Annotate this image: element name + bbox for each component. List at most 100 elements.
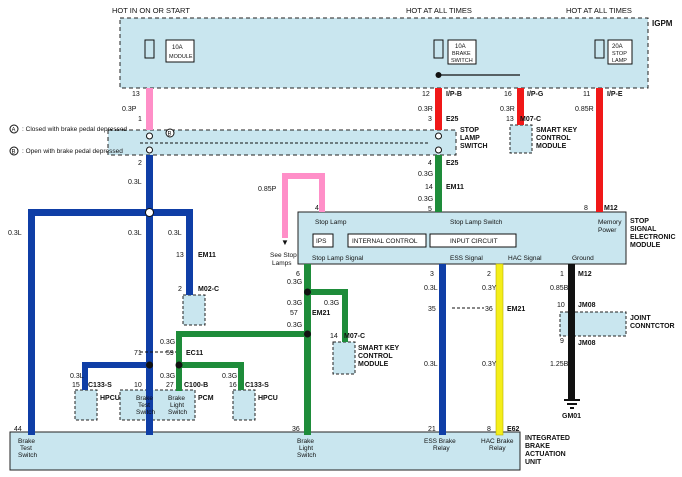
ground-label: GM01 — [562, 413, 581, 420]
switch-name2: LAMP — [460, 135, 480, 142]
splice-green-2 — [304, 330, 311, 338]
pcm-box — [119, 389, 196, 421]
ibau-hac1: HAC Brake — [481, 438, 514, 445]
sse-internal-control: INTERNAL CONTROL — [352, 238, 418, 245]
legend-a-text: : Closed with brake pedal depressed — [22, 126, 128, 133]
sse-pin6: 6 — [296, 271, 300, 278]
wire-green-ec11-v — [176, 331, 182, 391]
switch-contact-icon — [140, 132, 442, 154]
wire-label-03g-bot1: 0.3G — [160, 373, 175, 380]
sse-name2: SIGNAL — [630, 226, 657, 233]
smartkey-mid-name2: CONTROL — [358, 353, 393, 360]
em11-pin14: 14 — [425, 184, 433, 191]
wire-label-03l-esc2: 0.3L — [424, 361, 438, 368]
fuse-icon-brake — [433, 39, 477, 65]
wire-blue-left — [28, 209, 35, 435]
fuse-brake-name1: BRAKE — [452, 51, 471, 57]
switch-b-mark — [165, 128, 175, 138]
legend-b-letter: B — [12, 150, 16, 156]
internal-control-box — [347, 233, 427, 248]
ibau-bt3: Switch — [18, 452, 38, 459]
em11-left-conn: EM11 — [198, 252, 216, 259]
wire-green-hpcur — [176, 362, 244, 368]
ibau-bl2: Light — [299, 445, 313, 452]
smart-key-top-box — [509, 124, 533, 154]
fuse-stop-name1: STOP — [612, 51, 627, 57]
switch-pin4: 4 — [428, 160, 432, 167]
hpcu-left-conn: C133-S — [88, 382, 112, 389]
sse-pin3: 3 — [430, 271, 434, 278]
wire-label-085r: 0.85R — [575, 106, 594, 113]
igpm-pin12: 12 — [422, 91, 430, 98]
em21-pin57: 57 — [290, 310, 298, 317]
pcm-pin27: 27 — [166, 382, 174, 389]
sse-conn-m12b: M12 — [578, 271, 592, 278]
fuse-module-amp: 10A — [172, 45, 183, 51]
ibau-hac2: Relay — [489, 445, 506, 452]
wire-red-brake — [435, 88, 442, 130]
wire-label-03l-1: 0.3L — [128, 179, 142, 186]
ibau-ess2: Relay — [433, 445, 450, 452]
switch-e25-top: E25 — [446, 116, 459, 123]
wire-label-03g-bot2: 0.3G — [222, 373, 237, 380]
em21-conn: EM21 — [312, 310, 330, 317]
pcm-name: PCM — [198, 395, 214, 402]
ibau-pin21: 21 — [428, 426, 436, 433]
sse-pin2: 2 — [487, 271, 491, 278]
m02c-box — [182, 294, 206, 326]
pcm-pin10: 10 — [134, 382, 142, 389]
ground-icon — [564, 399, 580, 409]
wire-label-03l-em11: 0.3L — [168, 230, 182, 237]
em21-pin35: 35 — [428, 306, 436, 313]
igpm-label: IGPM — [652, 19, 673, 28]
jm08-pin9: 9 — [560, 338, 564, 345]
wire-label-03g-8: 0.3G — [324, 300, 339, 307]
smartkey-top-name1: SMART KEY — [536, 127, 578, 134]
see-stop-l1: See Stop — [270, 252, 297, 259]
ibau-bl1: Brake — [297, 438, 314, 445]
fuse-brake-amp: 10A — [455, 44, 466, 50]
wire-blue-ess — [439, 264, 446, 435]
sse-memory1: Memory — [598, 219, 622, 226]
smartkey-mid-pin: 14 — [330, 333, 338, 340]
igpm-conn-ipb: I/P-B — [446, 91, 462, 98]
igpm-conn-ipg: I/P-G — [527, 91, 544, 98]
em21-conn2: EM21 — [507, 306, 525, 313]
wire-blue-hpcu-v — [82, 362, 88, 390]
ec11-pin71: 71 — [134, 350, 142, 357]
wire-label-03g-2: 0.3G — [418, 196, 433, 203]
see-stop-arrow: ▼ — [281, 238, 289, 247]
hpcu-left-pin: 15 — [72, 382, 80, 389]
m02c-conn: M02-C — [198, 286, 219, 293]
pcm-bt2: Test — [138, 402, 150, 409]
wire-label-085p: 0.85P — [258, 186, 277, 193]
jm08-conn1: JM08 — [578, 302, 596, 309]
fuse-icon-module — [144, 39, 195, 63]
wire-label-03l-left: 0.3L — [8, 230, 22, 237]
sse-stop-lamp-signal: Stop Lamp Signal — [312, 255, 364, 262]
jm08-conn2: JM08 — [578, 340, 596, 347]
ibau-pin36: 36 — [292, 426, 300, 433]
splice-green-1 — [304, 288, 311, 296]
ibau-name3: ACTUATION — [525, 451, 566, 458]
wire-blue-em11 — [186, 209, 193, 295]
ibau-bt1: Brake — [18, 438, 35, 445]
wire-label-03g-7: 0.3G — [287, 300, 302, 307]
legend-a-letter: A — [12, 128, 16, 134]
hpcu-right-pin: 16 — [229, 382, 237, 389]
jm08-name1: JOINT — [630, 315, 651, 322]
ibau-bl3: Switch — [297, 452, 317, 459]
fuse-brake-name2: SWITCH — [451, 58, 473, 64]
hpcu-right-box — [232, 389, 256, 421]
em11-left-pin13: 13 — [176, 252, 184, 259]
sse-ground: Ground — [572, 255, 594, 262]
wire-green-sk-v — [342, 289, 348, 342]
wire-blue-h — [28, 209, 193, 216]
ibau-name2: BRAKE — [525, 443, 550, 450]
legend-a-mark — [9, 124, 19, 134]
ec11-pin59: 59 — [166, 350, 174, 357]
fuse-icon-stop — [594, 39, 633, 65]
sse-name4: MODULE — [630, 242, 661, 249]
sse-pin1: 1 — [560, 271, 564, 278]
